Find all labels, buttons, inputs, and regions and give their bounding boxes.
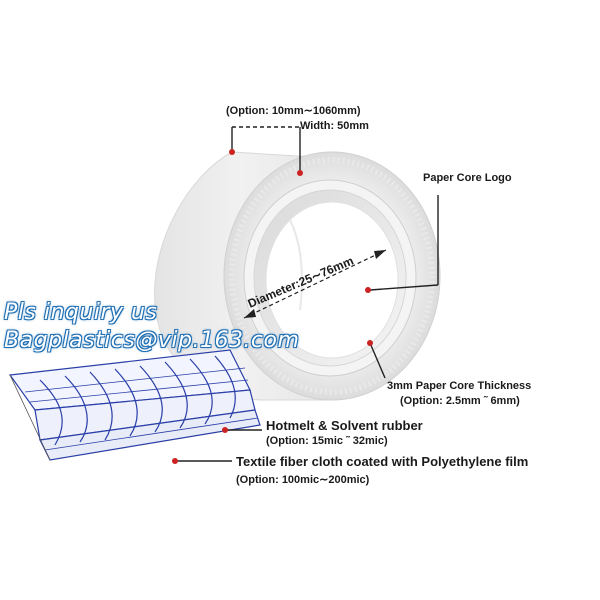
watermark-line-2: Bagplastics@vip.163.com <box>4 328 300 353</box>
watermark-line-1: Pls inquiry us <box>4 300 158 325</box>
core-hole-shade <box>289 219 303 311</box>
roll-texture-ring <box>229 157 435 395</box>
rubber-option-label: (Option: 15mic ˜ 32mic) <box>266 435 388 447</box>
textile-mesh-layer <box>8 349 261 461</box>
width-dot-left <box>229 149 235 155</box>
width-bracket <box>231 126 301 172</box>
width-option-label: (Option: 10mm∼1060mm) <box>226 105 361 117</box>
core-thickness-label: 3mm Paper Core Thickness <box>387 380 532 392</box>
core-thickness-option-label: (Option: 2.5mm ˜ 6mm) <box>400 395 520 407</box>
cloth-option-label: (Option: 100mic∼200mic) <box>236 474 370 486</box>
tape-roll <box>154 151 441 401</box>
core-thickness-pointer <box>369 342 386 379</box>
logo-pointer <box>369 195 439 291</box>
logo-pointer-dot <box>365 287 371 293</box>
rubber-label: Hotmelt & Solvent rubber <box>266 418 423 433</box>
core-thickness-dot <box>367 340 373 346</box>
width-label: Width: 50mm <box>300 120 369 132</box>
rubber-pointer-dot <box>222 427 228 433</box>
cloth-pointer-dot <box>172 458 178 464</box>
width-dot-right <box>297 170 303 176</box>
diameter-line <box>243 249 387 319</box>
cloth-label: Textile fiber cloth coated with Polyethy… <box>236 454 529 469</box>
paper-core-logo-label: Paper Core Logo <box>423 172 512 184</box>
core-hole <box>265 201 399 359</box>
